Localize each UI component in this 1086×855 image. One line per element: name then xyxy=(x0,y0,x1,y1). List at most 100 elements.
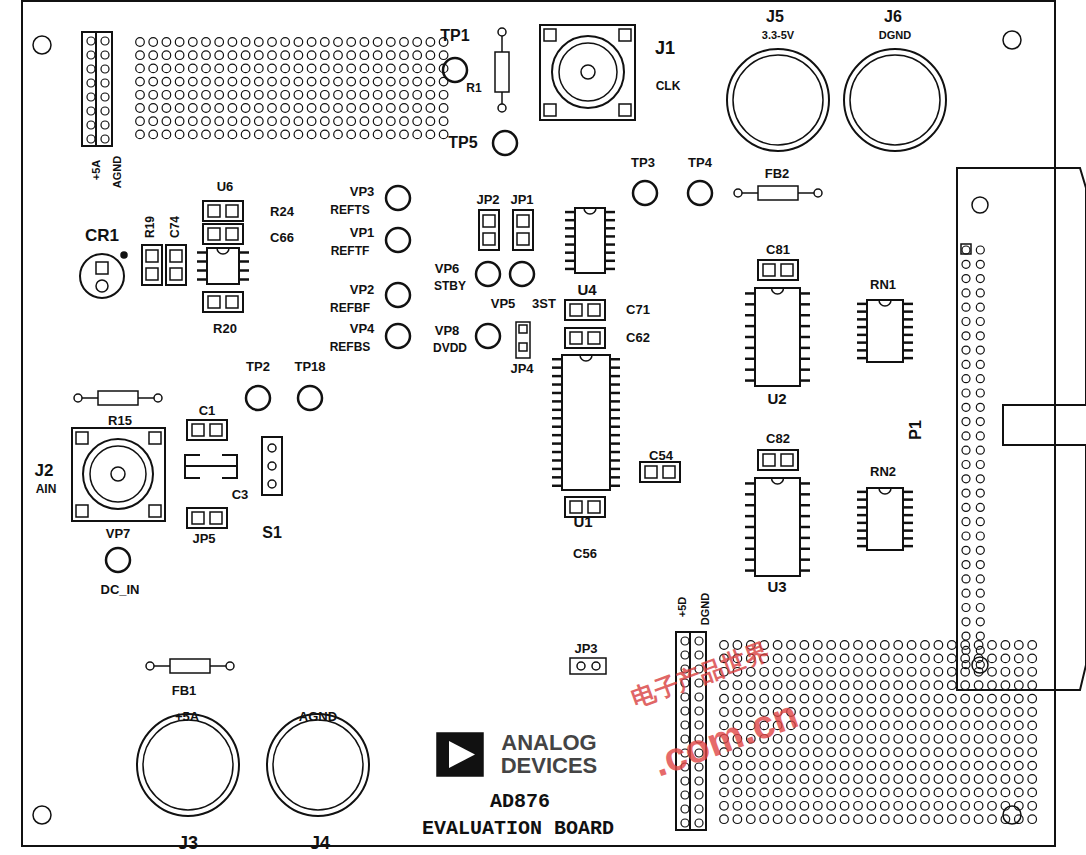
via-hole xyxy=(439,130,448,139)
silkscreen-label: REFBF xyxy=(330,302,370,314)
via-hole xyxy=(413,51,422,60)
silkscreen-label: DC_IN xyxy=(100,583,139,596)
via-hole xyxy=(360,38,369,47)
silk-line xyxy=(903,537,913,540)
via-hole xyxy=(189,38,198,47)
silk-line xyxy=(800,569,810,572)
via-hole xyxy=(334,117,343,126)
via-hole xyxy=(733,681,742,690)
via-hole xyxy=(387,117,396,126)
via-hole xyxy=(1028,815,1037,824)
via-hole xyxy=(787,641,796,650)
via-hole xyxy=(962,475,970,483)
via-hole xyxy=(827,748,836,757)
silkscreen-label: U2 xyxy=(767,391,786,406)
via-hole xyxy=(773,654,782,663)
mounting-hole xyxy=(972,657,988,673)
silk-line xyxy=(903,310,913,313)
via-hole xyxy=(894,681,903,690)
silk-line xyxy=(197,269,207,272)
via-hole xyxy=(962,532,970,540)
pad xyxy=(570,501,582,513)
silkscreen-label: VP5 xyxy=(491,297,516,310)
ic-soic xyxy=(207,248,239,284)
via-hole xyxy=(373,104,382,113)
via-hole xyxy=(681,707,689,715)
via-hole xyxy=(961,761,970,770)
via-hole xyxy=(934,761,943,770)
via-hole xyxy=(962,275,970,283)
via-hole xyxy=(101,65,109,73)
silkscreen-label: VP3 xyxy=(350,185,375,198)
via-hole xyxy=(921,694,930,703)
silkscreen-label: TP2 xyxy=(246,360,270,373)
silk-line xyxy=(903,318,913,321)
via-hole xyxy=(189,117,198,126)
silkscreen-label: C81 xyxy=(766,243,790,256)
via-hole xyxy=(254,51,263,60)
via-hole xyxy=(840,735,849,744)
via-hole xyxy=(101,79,109,87)
pad xyxy=(619,104,631,116)
ic-notch xyxy=(217,248,229,254)
silk-line xyxy=(565,227,575,230)
via-hole xyxy=(87,135,95,143)
silkscreen-label: CLK xyxy=(656,80,681,92)
silkscreen-label: AD876 xyxy=(490,792,550,812)
pad xyxy=(192,512,204,524)
silk-line xyxy=(501,92,503,104)
via-hole xyxy=(1028,641,1037,650)
silk-line xyxy=(552,476,562,479)
via-hole xyxy=(281,91,290,100)
pad xyxy=(663,466,675,478)
via-hole xyxy=(747,802,756,811)
mounting-hole xyxy=(33,806,51,824)
silk-line xyxy=(239,278,249,281)
via-hole xyxy=(921,788,930,797)
silkscreen-label: AGND xyxy=(299,710,337,723)
silk-line xyxy=(565,268,575,271)
via-hole xyxy=(976,389,984,397)
via-hole xyxy=(400,51,409,60)
via-hole xyxy=(373,77,382,86)
capacitor-footprint xyxy=(203,201,243,221)
via-hole xyxy=(962,446,970,454)
silk-line xyxy=(903,529,913,532)
via-hole xyxy=(773,641,782,650)
resistor-network xyxy=(867,488,903,550)
via-hole xyxy=(881,788,890,797)
silk-line xyxy=(552,417,562,420)
silk-line xyxy=(197,260,207,263)
pad xyxy=(517,233,529,245)
silkscreen-label: TP5 xyxy=(448,135,477,151)
pad xyxy=(570,332,582,344)
pad xyxy=(149,432,161,444)
silkscreen-label: C71 xyxy=(626,303,650,316)
via-hole xyxy=(894,654,903,663)
edge-connector xyxy=(957,168,1086,690)
via-hole xyxy=(281,117,290,126)
via-hole xyxy=(720,815,729,824)
via-hole xyxy=(162,104,171,113)
via-hole xyxy=(921,708,930,717)
via-hole xyxy=(334,51,343,60)
capacitor-footprint xyxy=(513,210,533,250)
silk-line xyxy=(552,375,562,378)
via-hole xyxy=(189,130,198,139)
via-hole xyxy=(281,77,290,86)
silk-line xyxy=(552,383,562,386)
via-hole xyxy=(907,641,916,650)
via-hole xyxy=(934,775,943,784)
via-hole xyxy=(136,130,145,139)
via-hole xyxy=(800,735,809,744)
via-hole xyxy=(800,802,809,811)
mounting-hole xyxy=(1003,31,1021,49)
silk-line xyxy=(857,341,867,344)
via-hole xyxy=(867,775,876,784)
silk-line xyxy=(745,303,755,306)
via-hole xyxy=(439,51,448,60)
via-hole xyxy=(854,708,863,717)
via-hole xyxy=(347,91,356,100)
via-hole xyxy=(426,77,435,86)
silk-line xyxy=(82,397,98,399)
